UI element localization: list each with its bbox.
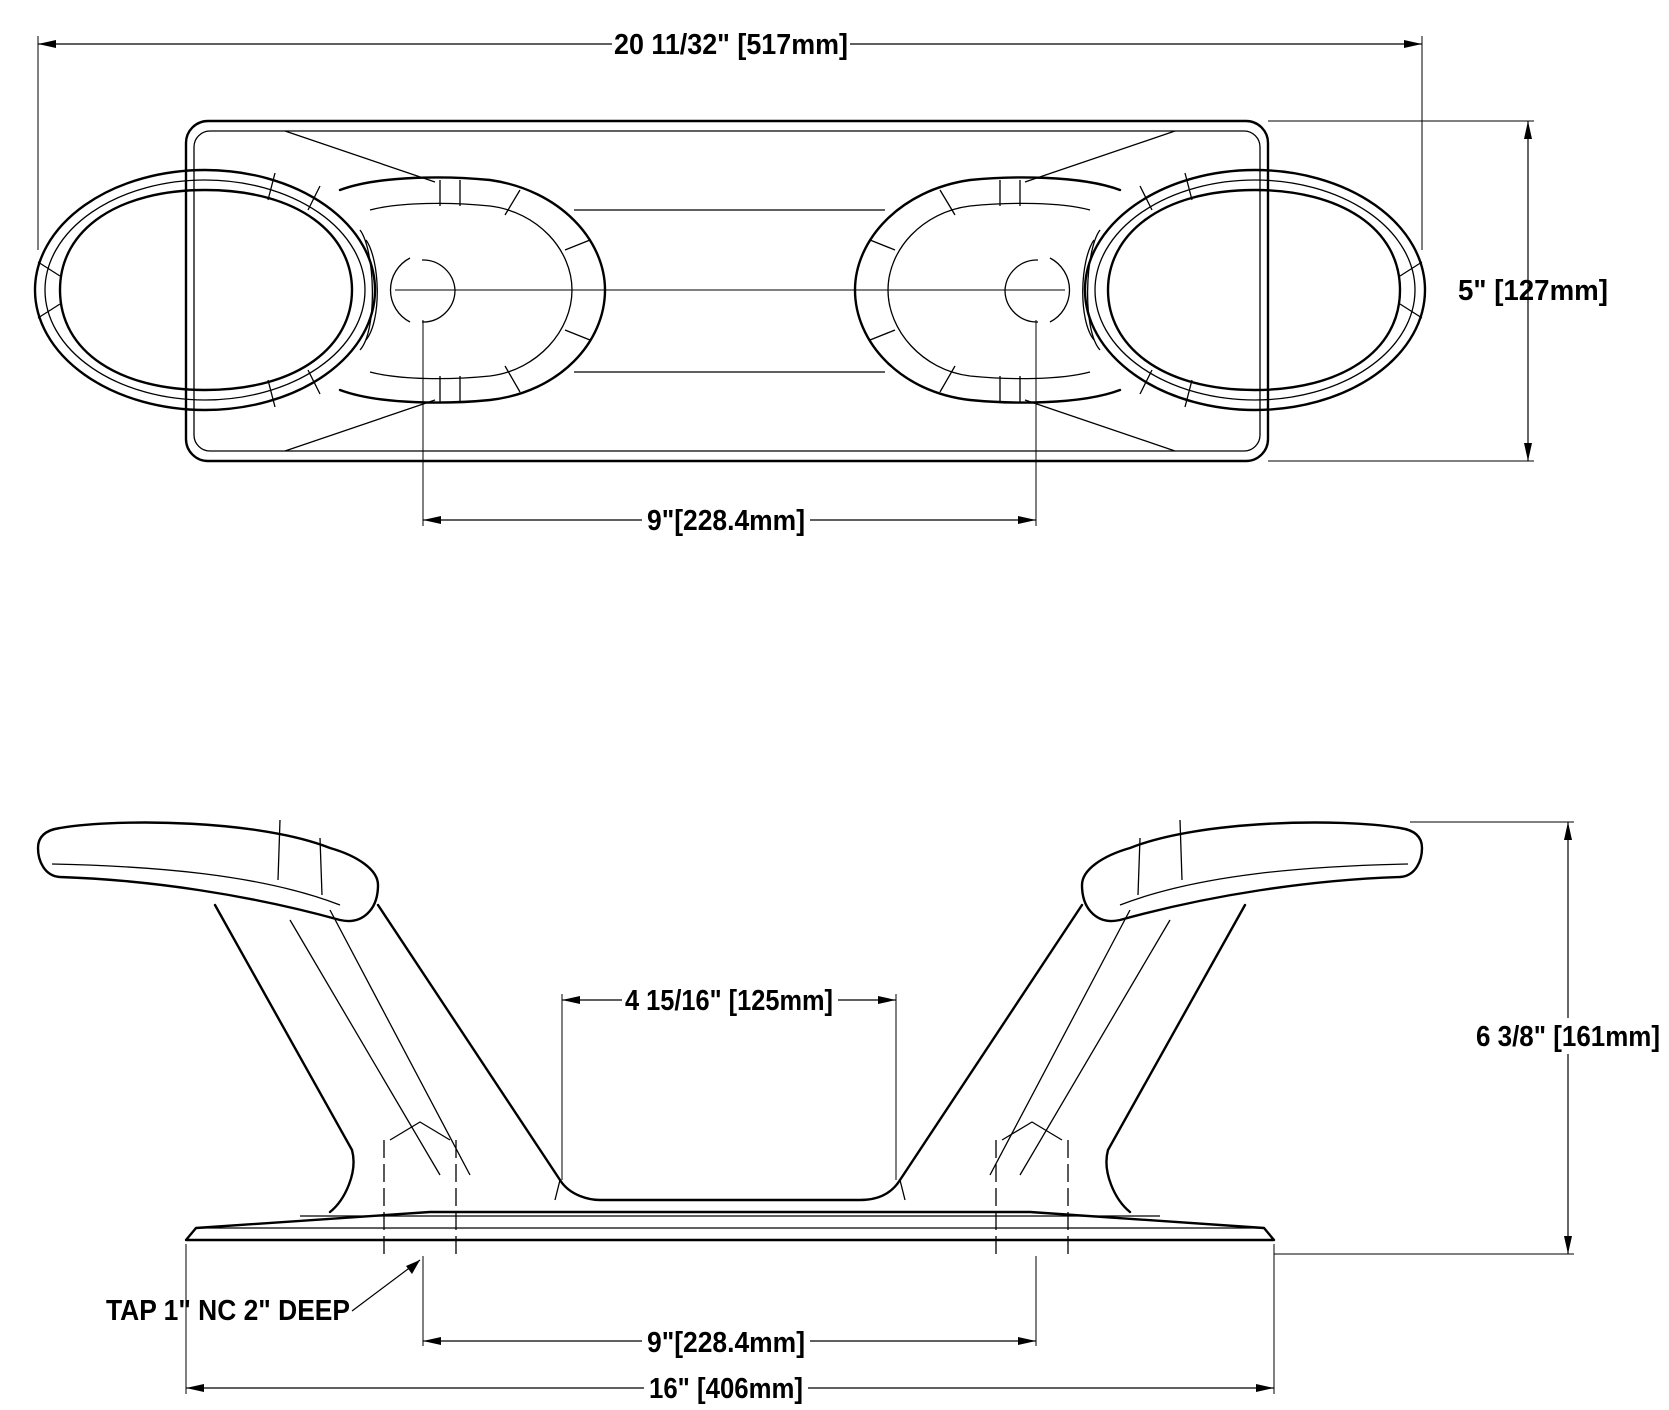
bottom-hole-spacing-label: 9"[228.4mm] bbox=[647, 1327, 805, 1359]
tap-leader bbox=[351, 1259, 421, 1312]
top-left-horn bbox=[33, 168, 378, 412]
base-throat-label: 4 15/16" [125mm] bbox=[625, 985, 833, 1017]
top-hole-spacing-label: 9"[228.4mm] bbox=[647, 505, 805, 537]
side-left-horn bbox=[36, 821, 380, 923]
dim-top-width bbox=[1268, 120, 1534, 462]
top-left-hole bbox=[389, 257, 456, 323]
top-right-horn bbox=[1082, 168, 1427, 412]
dim-overall-length bbox=[37, 36, 1423, 250]
overall-length-label: 20 11/32" [517mm] bbox=[614, 29, 848, 61]
side-view bbox=[36, 819, 1424, 1260]
top-right-hole bbox=[1004, 257, 1071, 323]
top-base-plate bbox=[184, 119, 1270, 463]
top-view bbox=[33, 119, 1427, 463]
base-length-label: 16" [406mm] bbox=[649, 1373, 803, 1405]
tap-note-label: TAP 1" NC 2" DEEP bbox=[106, 1295, 350, 1327]
dim-top-hole-spacing bbox=[422, 320, 1037, 526]
dim-base-throat bbox=[561, 994, 897, 1180]
side-base bbox=[184, 1210, 1276, 1242]
top-width-label: 5" [127mm] bbox=[1458, 275, 1608, 307]
side-right-horn bbox=[1080, 821, 1424, 923]
side-hidden-holes bbox=[383, 1121, 1069, 1260]
overall-height-label: 6 3/8" [161mm] bbox=[1476, 1021, 1660, 1053]
